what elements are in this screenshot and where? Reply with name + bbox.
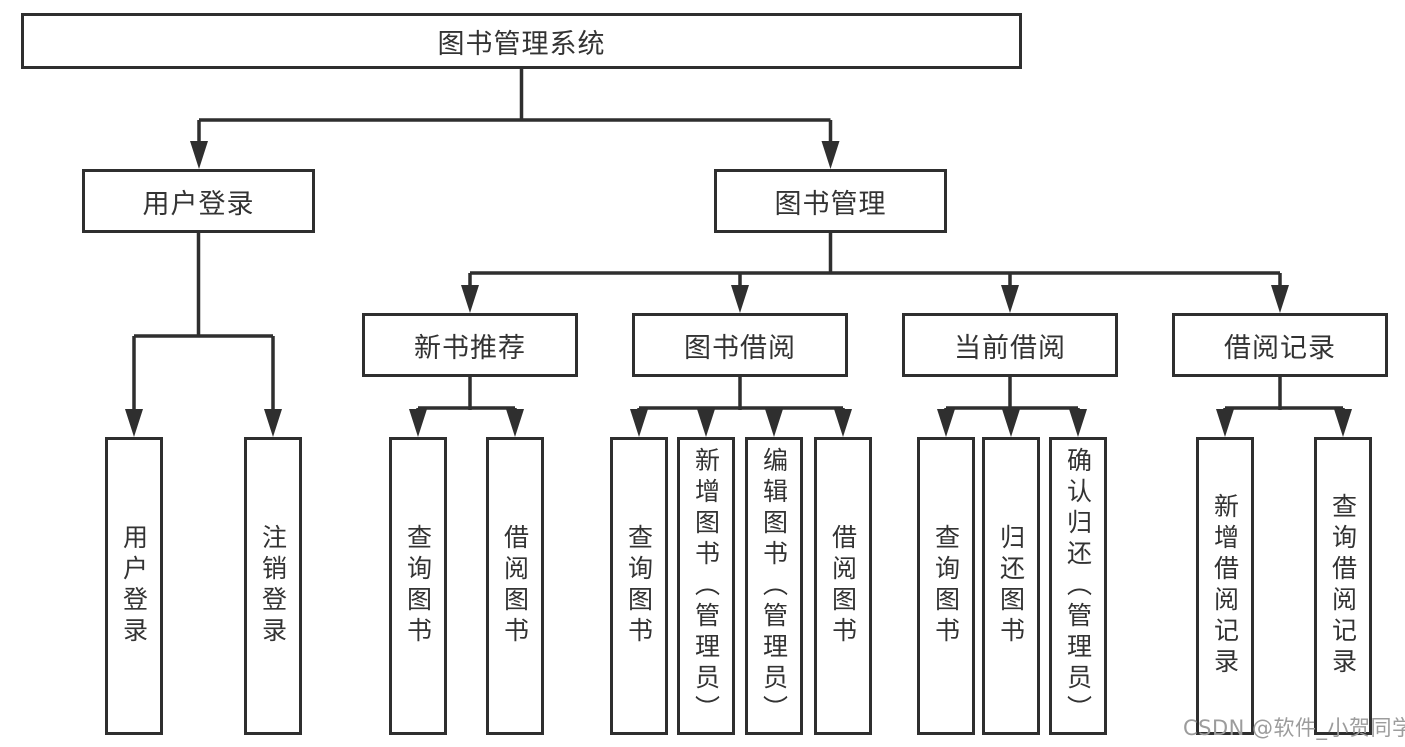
leaf-user-login-label: 用户登录: [119, 524, 149, 648]
leaf-borrow-borrow-label: 借阅图书: [828, 524, 858, 648]
node-user-login-label: 用户登录: [142, 188, 255, 220]
leaf-record-add: 新增借阅记录: [1196, 437, 1254, 735]
node-book-borrow: 图书借阅: [632, 313, 848, 377]
leaf-borrow-add: 新增图书（管理员）: [677, 437, 735, 735]
leaf-current-query: 查询图书: [917, 437, 975, 735]
leaf-record-query: 查询借阅记录: [1314, 437, 1372, 735]
arrowheads: [125, 141, 1352, 437]
leaf-borrow-borrow: 借阅图书: [814, 437, 872, 735]
node-borrow-record-label: 借阅记录: [1224, 332, 1336, 364]
leaf-newbook-borrow-label: 借阅图书: [500, 524, 530, 648]
leaf-newbook-query-label: 查询图书: [403, 524, 433, 648]
leaf-current-query-label: 查询图书: [931, 524, 961, 648]
leaf-current-confirm: 确认归还（管理员）: [1049, 437, 1107, 735]
leaf-record-add-label: 新增借阅记录: [1210, 493, 1240, 679]
leaf-borrow-edit-label: 编辑图书（管理员）: [759, 446, 789, 726]
leaf-current-return: 归还图书: [982, 437, 1040, 735]
node-book-borrow-label: 图书借阅: [684, 332, 796, 364]
leaf-current-return-label: 归还图书: [996, 524, 1026, 648]
leaf-logout: 注销登录: [244, 437, 302, 735]
leaf-record-query-label: 查询借阅记录: [1328, 493, 1358, 679]
node-book-mgmt: 图书管理: [714, 169, 947, 233]
leaf-newbook-borrow: 借阅图书: [486, 437, 544, 735]
leaf-borrow-edit: 编辑图书（管理员）: [745, 437, 803, 735]
leaf-borrow-query: 查询图书: [610, 437, 668, 735]
leaf-logout-label: 注销登录: [258, 524, 288, 648]
node-current-borrow: 当前借阅: [902, 313, 1118, 377]
node-borrow-record: 借阅记录: [1172, 313, 1388, 377]
leaf-user-login: 用户登录: [105, 437, 163, 735]
leaf-newbook-query: 查询图书: [389, 437, 447, 735]
node-current-borrow-label: 当前借阅: [954, 332, 1066, 364]
node-new-book-rec: 新书推荐: [362, 313, 578, 377]
leaf-borrow-add-label: 新增图书（管理员）: [691, 446, 721, 726]
node-root-label: 图书管理系统: [437, 28, 606, 60]
leaf-borrow-query-label: 查询图书: [624, 524, 654, 648]
leaf-current-confirm-label: 确认归还（管理员）: [1063, 446, 1093, 726]
node-book-mgmt-label: 图书管理: [774, 188, 887, 220]
node-new-book-rec-label: 新书推荐: [414, 332, 526, 364]
node-user-login: 用户登录: [82, 169, 315, 233]
csdn-watermark: CSDN @软件_小贺同学: [1183, 716, 1405, 740]
node-root: 图书管理系统: [21, 13, 1022, 69]
